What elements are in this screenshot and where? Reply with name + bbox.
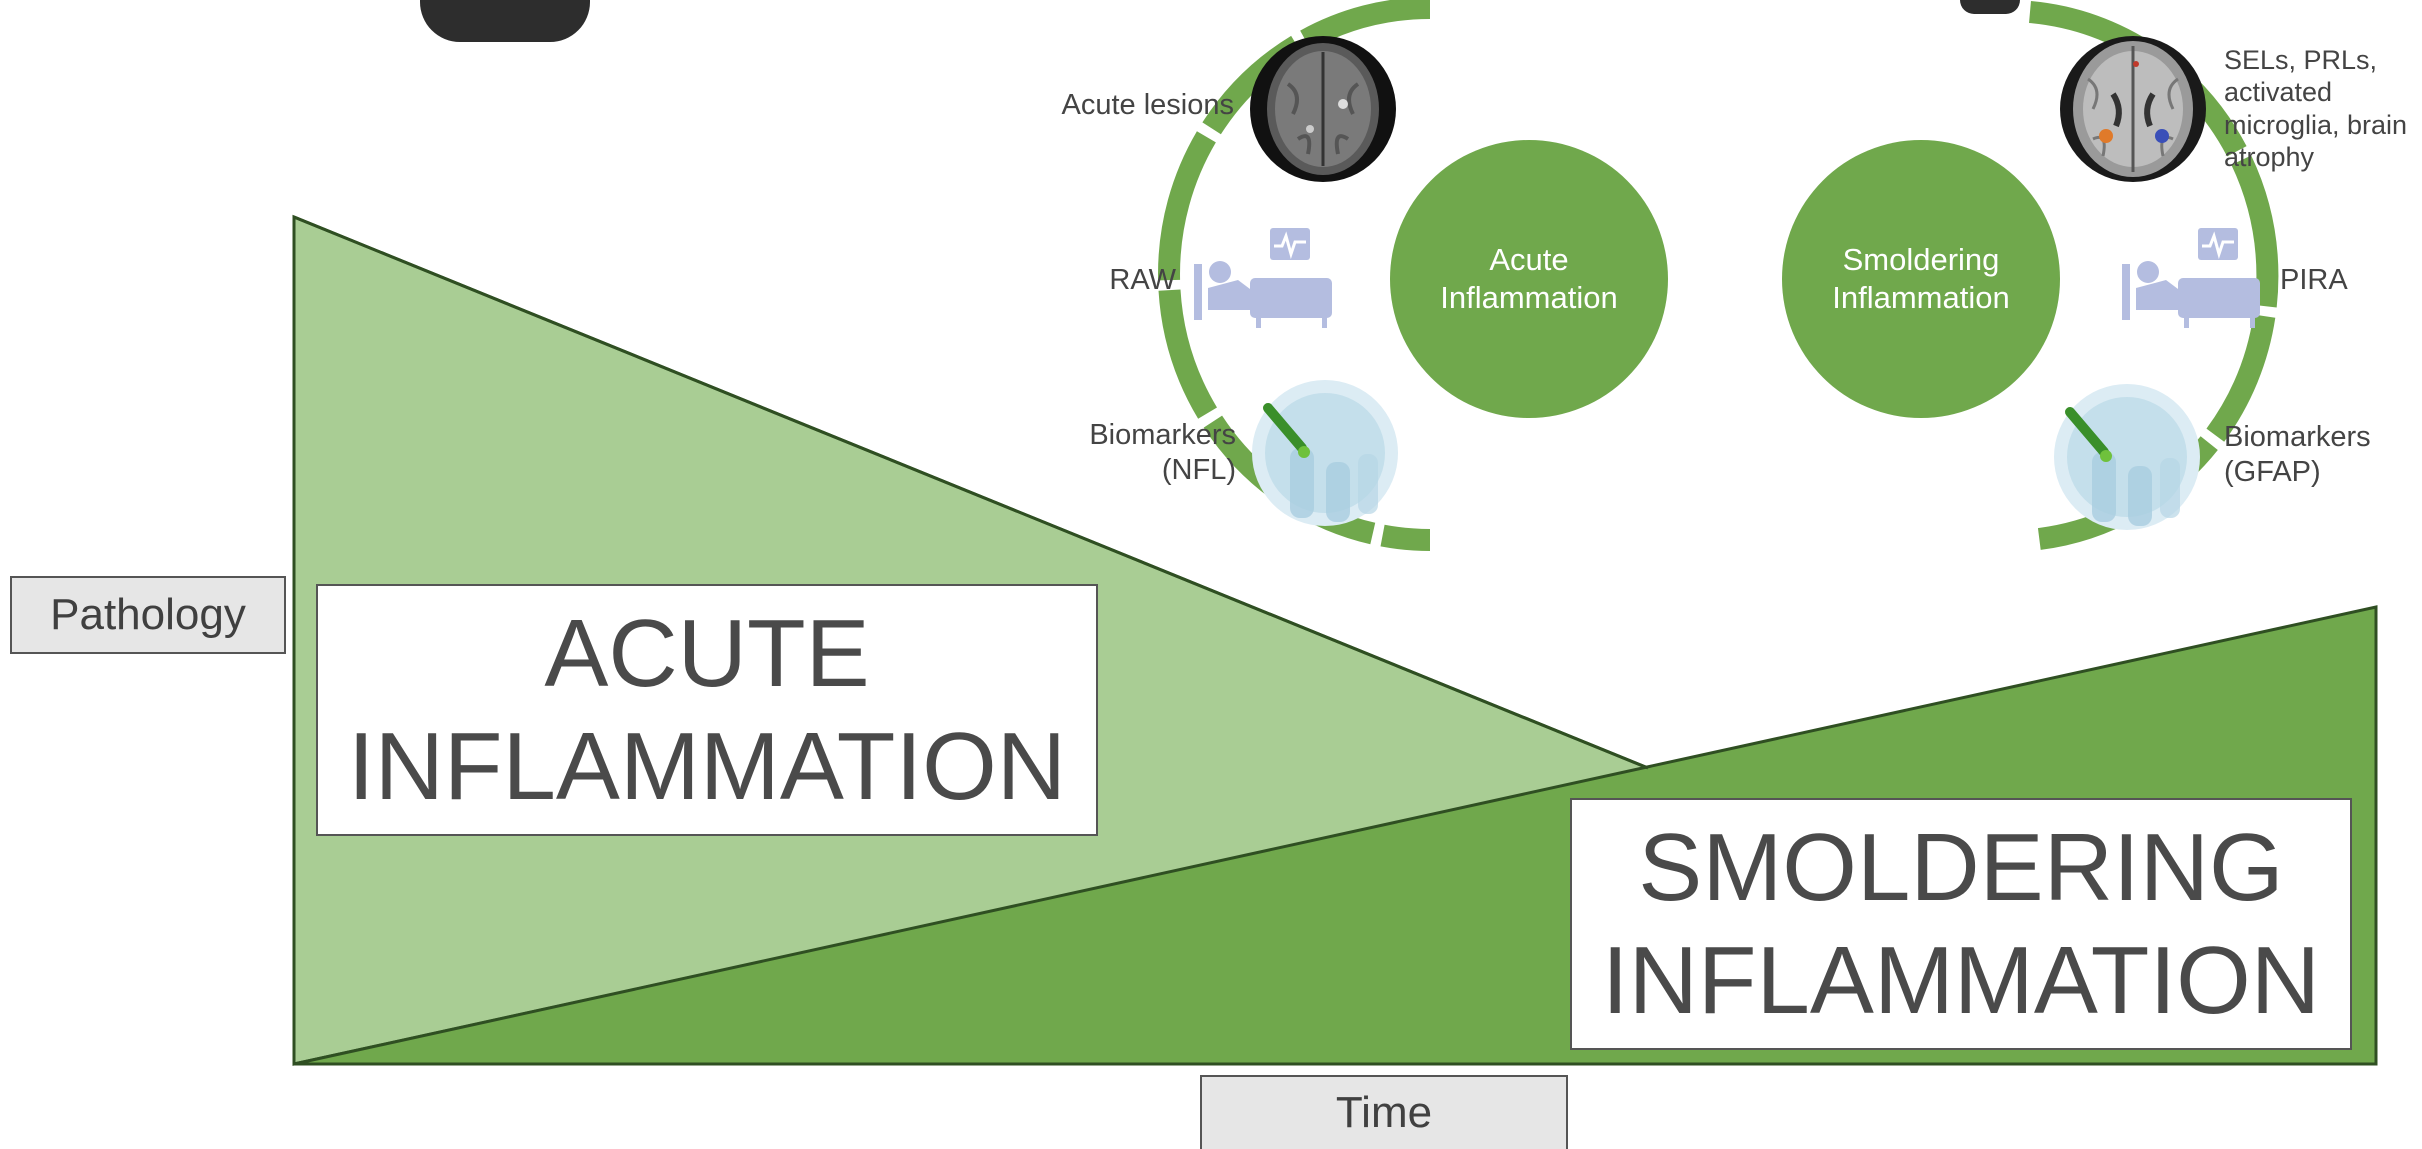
hospital-bed-icon (2122, 228, 2260, 328)
gfap-biomarkers-label: Biomarkers (GFAP) (2224, 420, 2414, 490)
brain-mri-icon (2060, 36, 2206, 182)
gfap-line2: (GFAP) (2224, 455, 2321, 488)
acute-circle-line2: Inflammation (1440, 280, 1618, 315)
x-axis-text: Time (1335, 1088, 1433, 1137)
hospital-bed-icon (1194, 228, 1332, 328)
test-tube-icon (2054, 384, 2200, 530)
nfl-line2: (NFL) (1161, 453, 1236, 486)
smoldering-circle-line2: Inflammation (1832, 280, 2010, 315)
acute-decline-line (293, 215, 1649, 770)
acute-circle-line1: Acute (1489, 242, 1569, 278)
acute-inflammation-circle: Acute Inflammation (1390, 140, 1668, 418)
smoldering-inflammation-circle: Smoldering Inflammation (1782, 140, 2060, 418)
y-axis-text: Pathology (50, 590, 246, 639)
nfl-line1: Biomarkers (1089, 419, 1236, 451)
acute-lesions-label: Acute lesions (1061, 89, 1235, 121)
sels-prls-label: SELs, PRLs, activated microglia, brain a… (2224, 44, 2420, 174)
gfap-line1: Biomarkers (2224, 421, 2371, 453)
x-axis-label: Time (1200, 1075, 1568, 1149)
smoldering-circle-line1: Smoldering (1842, 242, 2000, 278)
sels-line3: microglia, brain (2224, 109, 2408, 140)
test-tube-icon (1252, 380, 1398, 526)
sels-line1: SELs, PRLs, (2224, 45, 2378, 75)
acute-inflammation-box: ACUTE INFLAMMATION (316, 584, 1098, 836)
smoldering-box-line2: INFLAMMATION (1601, 927, 2321, 1034)
sels-line2: activated (2224, 77, 2333, 108)
acute-box-line2: INFLAMMATION (347, 713, 1067, 820)
acute-box-line1: ACUTE (544, 599, 870, 707)
smoldering-box-line1: SMOLDERING (1638, 813, 2284, 921)
nfl-biomarkers-label: Biomarkers (NFL) (1060, 418, 1236, 488)
brain-mri-icon (1250, 36, 1396, 182)
title-fragment-right (1960, 0, 2020, 14)
y-axis-label: Pathology (10, 576, 286, 654)
sels-line4: atrophy (2224, 142, 2315, 173)
raw-label: RAW (1109, 264, 1176, 296)
title-fragment-left (420, 0, 590, 42)
pira-label: PIRA (2280, 264, 2348, 296)
smoldering-inflammation-box: SMOLDERING INFLAMMATION (1570, 798, 2352, 1050)
